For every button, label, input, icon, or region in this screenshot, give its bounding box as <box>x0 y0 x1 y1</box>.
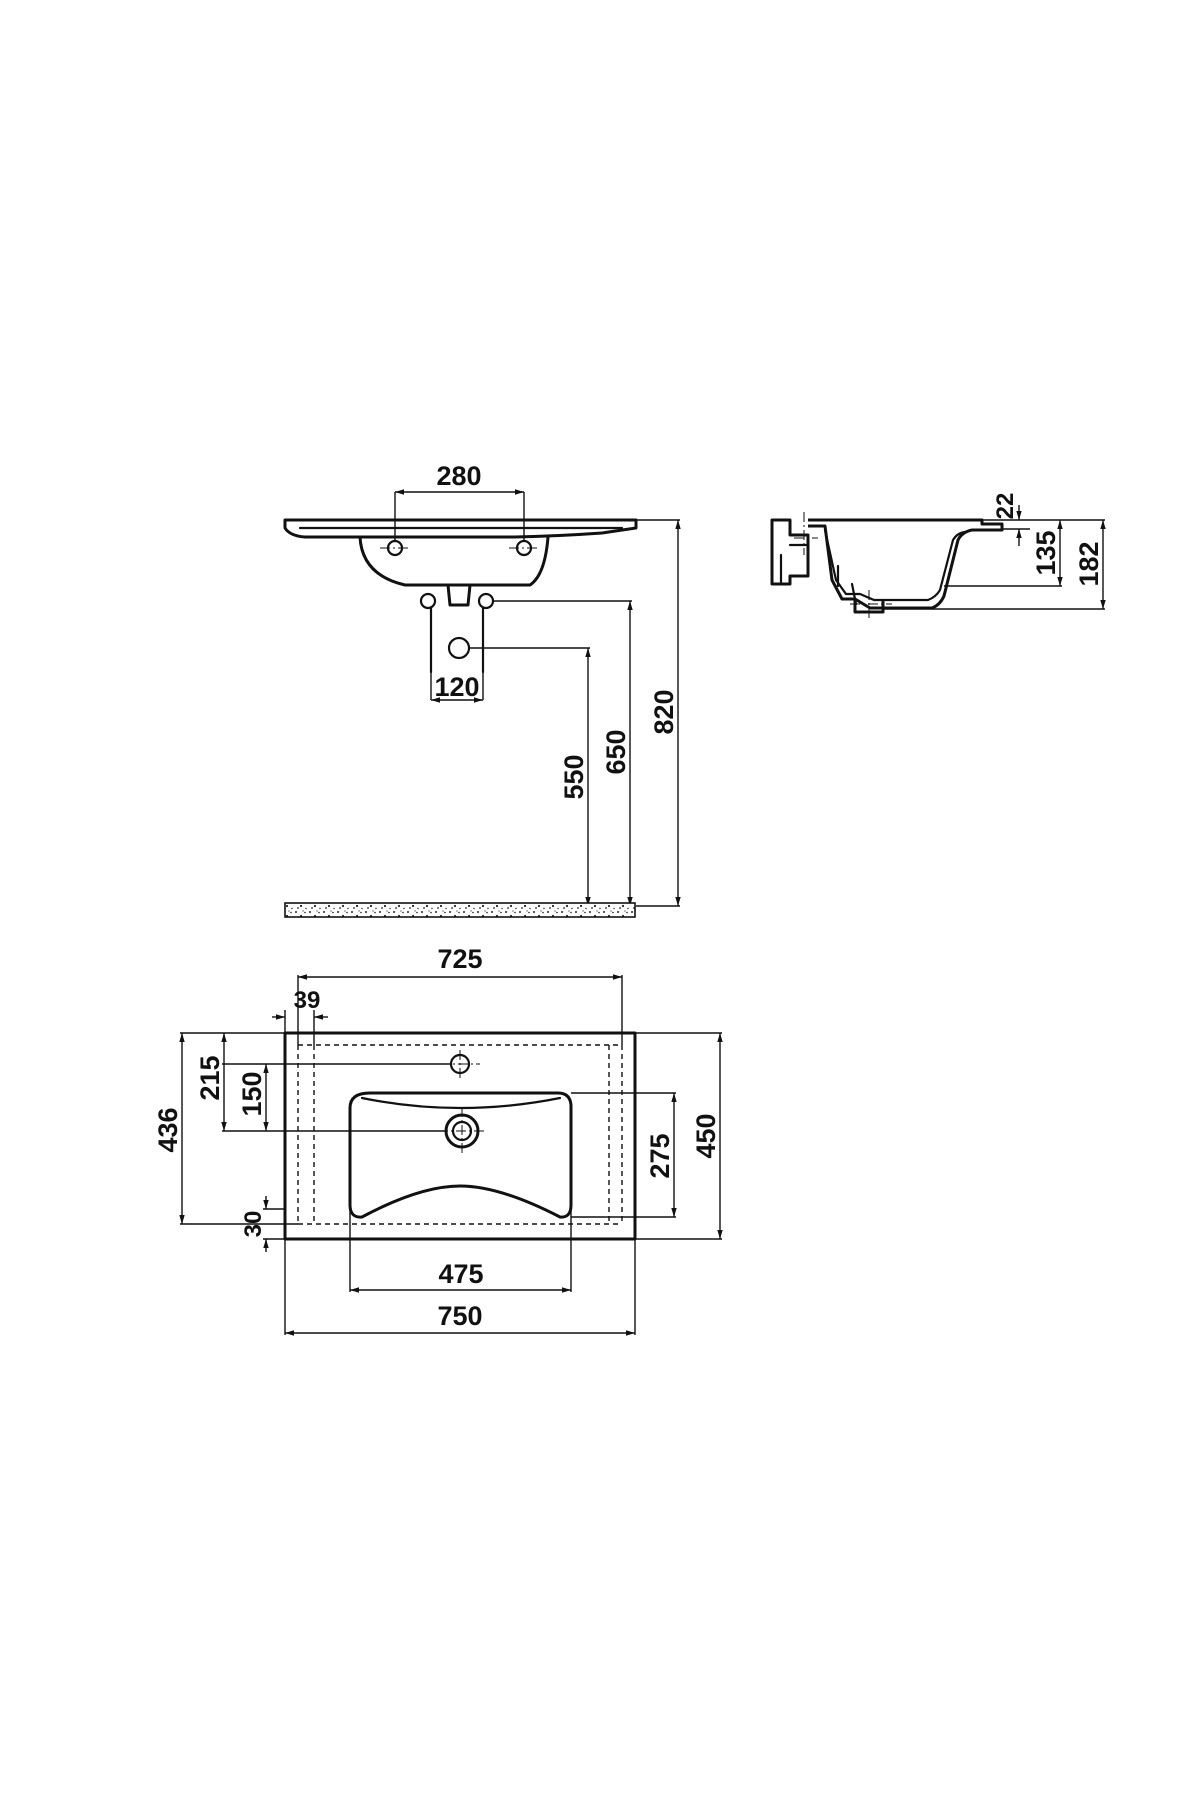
dim-inner-width: 725 <box>437 944 482 974</box>
plan-bowl-back-curve <box>360 1096 562 1110</box>
dim-side-bowl-depth: 135 <box>1031 530 1061 575</box>
fixing-left-icon <box>419 592 437 610</box>
dim-tap-hole-offset: 215 <box>195 1055 225 1100</box>
dim-drain-offset: 150 <box>237 1071 267 1116</box>
floor <box>284 902 636 918</box>
waste-outlet-icon <box>447 636 471 660</box>
fixing-right-icon <box>477 592 495 610</box>
front-slab <box>283 518 638 539</box>
waste-spigot <box>446 584 472 607</box>
dim-front-offset: 30 <box>240 1211 267 1238</box>
dim-bowl-width: 475 <box>438 1259 483 1289</box>
side-view: 22 135 182 <box>770 493 1106 620</box>
dim-total-depth: 450 <box>691 1113 721 1158</box>
dim-total-width: 750 <box>437 1301 482 1331</box>
front-view: 280 120 550 650 820 <box>283 461 681 918</box>
dim-plan-bowl-depth: 275 <box>645 1133 675 1178</box>
side-back-deck <box>770 518 810 586</box>
side-bowl-inner <box>823 528 967 602</box>
plan-outline <box>283 1031 637 1241</box>
dim-edge-offset: 39 <box>294 987 321 1014</box>
plan-view: 725 39 436 215 150 30 275 <box>153 944 723 1336</box>
dim-tap-hole-spacing: 280 <box>436 461 481 491</box>
dim-side-total-height: 182 <box>1074 541 1104 586</box>
dim-top-height: 820 <box>649 689 679 734</box>
dim-rim-thickness: 22 <box>992 493 1019 520</box>
dim-inner-depth: 436 <box>153 1107 183 1152</box>
side-bowl-outer <box>808 518 1004 610</box>
front-bowl <box>358 536 550 587</box>
plan-bowl <box>348 1091 573 1219</box>
dim-waste-outlet-height: 550 <box>559 754 589 799</box>
dim-trap-height: 650 <box>601 729 631 774</box>
dim-waste-width: 120 <box>434 672 479 702</box>
